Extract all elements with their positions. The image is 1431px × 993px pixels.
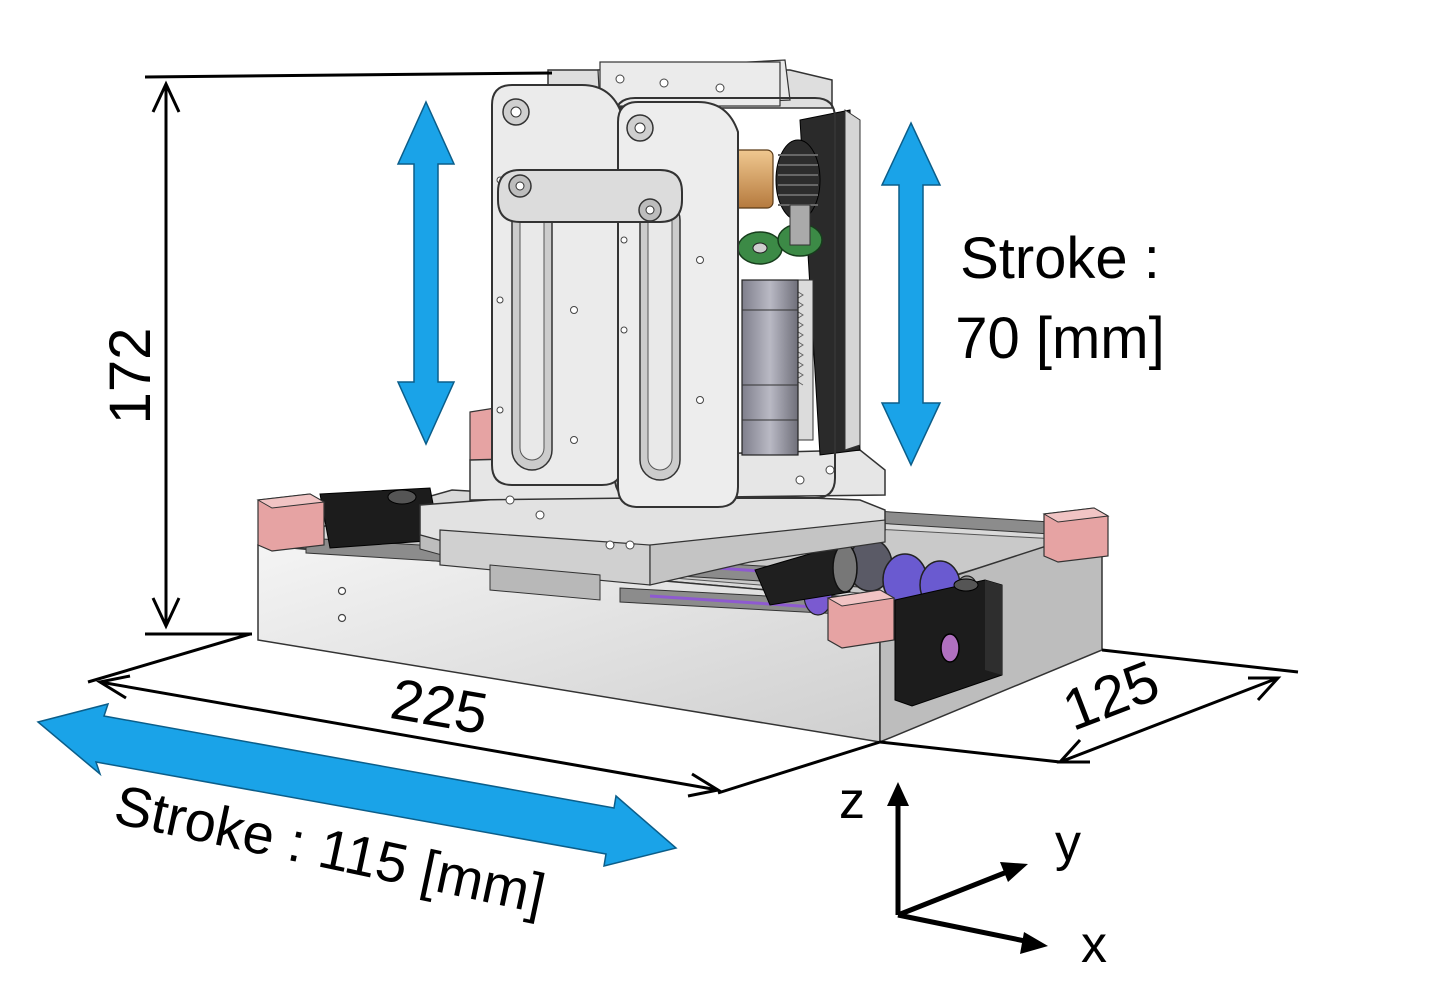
- z-stroke-label-line1: Stroke :: [960, 226, 1160, 291]
- end-block-front: [894, 578, 1003, 707]
- z-stroke-arrow-left: [396, 100, 456, 446]
- link-bar: [497, 169, 683, 223]
- y-axis-label: y: [1055, 814, 1081, 872]
- dimension-length: 225: [87, 632, 881, 798]
- coordinate-axes: z y x: [839, 772, 1107, 974]
- stopper-front-right: [826, 589, 896, 649]
- stopper-back-left: [256, 493, 326, 552]
- height-dimension-label: 172: [98, 328, 163, 425]
- z-stroke-arrow-right: [880, 121, 942, 467]
- z-plate-left: [491, 84, 623, 486]
- stopper-back-right: [1042, 507, 1110, 563]
- x-stroke-arrow: [36, 702, 678, 868]
- z-plate-right: [617, 101, 739, 508]
- z-axis-tower: [491, 59, 861, 508]
- x-axis-label: x: [1081, 916, 1107, 974]
- z-stroke-label-line2: 70 [mm]: [955, 306, 1165, 371]
- z-axis-label: z: [839, 772, 865, 830]
- dimension-height: 172: [98, 71, 553, 636]
